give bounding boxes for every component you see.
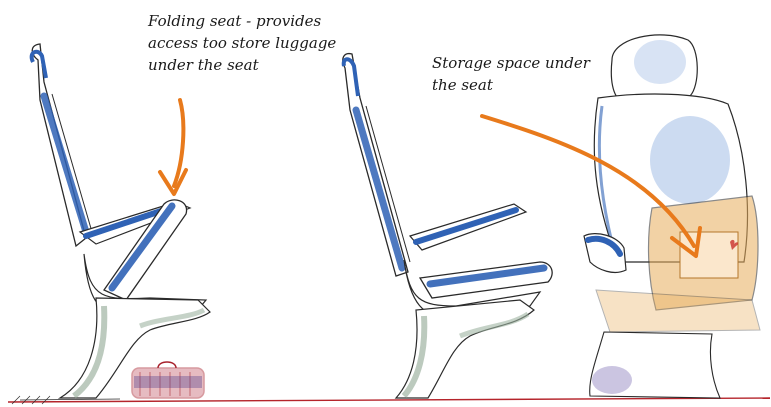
annotation-line: under the seat <box>148 56 259 74</box>
seat-standard <box>341 52 553 399</box>
annotation-storage-space: Storage space under the seat <box>432 52 590 96</box>
luggage-suitcase <box>131 361 205 399</box>
floor-line <box>7 395 771 405</box>
curved-arrow-icon <box>480 114 702 258</box>
seat-perspective <box>583 34 761 399</box>
seat-2-pedestal <box>394 299 535 399</box>
annotation-line: Folding seat - provides <box>148 12 322 30</box>
annotation-line: access too store luggage <box>148 34 337 52</box>
annotation-folding-seat: Folding seat - provides access too store… <box>148 10 336 76</box>
annotation-line: the seat <box>432 76 493 94</box>
annotation-line: Storage space under <box>432 54 590 72</box>
seat-3-headrest <box>610 34 698 103</box>
curved-arrow-icon <box>158 98 188 196</box>
seat-1-pedestal <box>57 297 211 399</box>
seat-folding <box>29 43 211 399</box>
seat-3-base <box>589 331 721 399</box>
